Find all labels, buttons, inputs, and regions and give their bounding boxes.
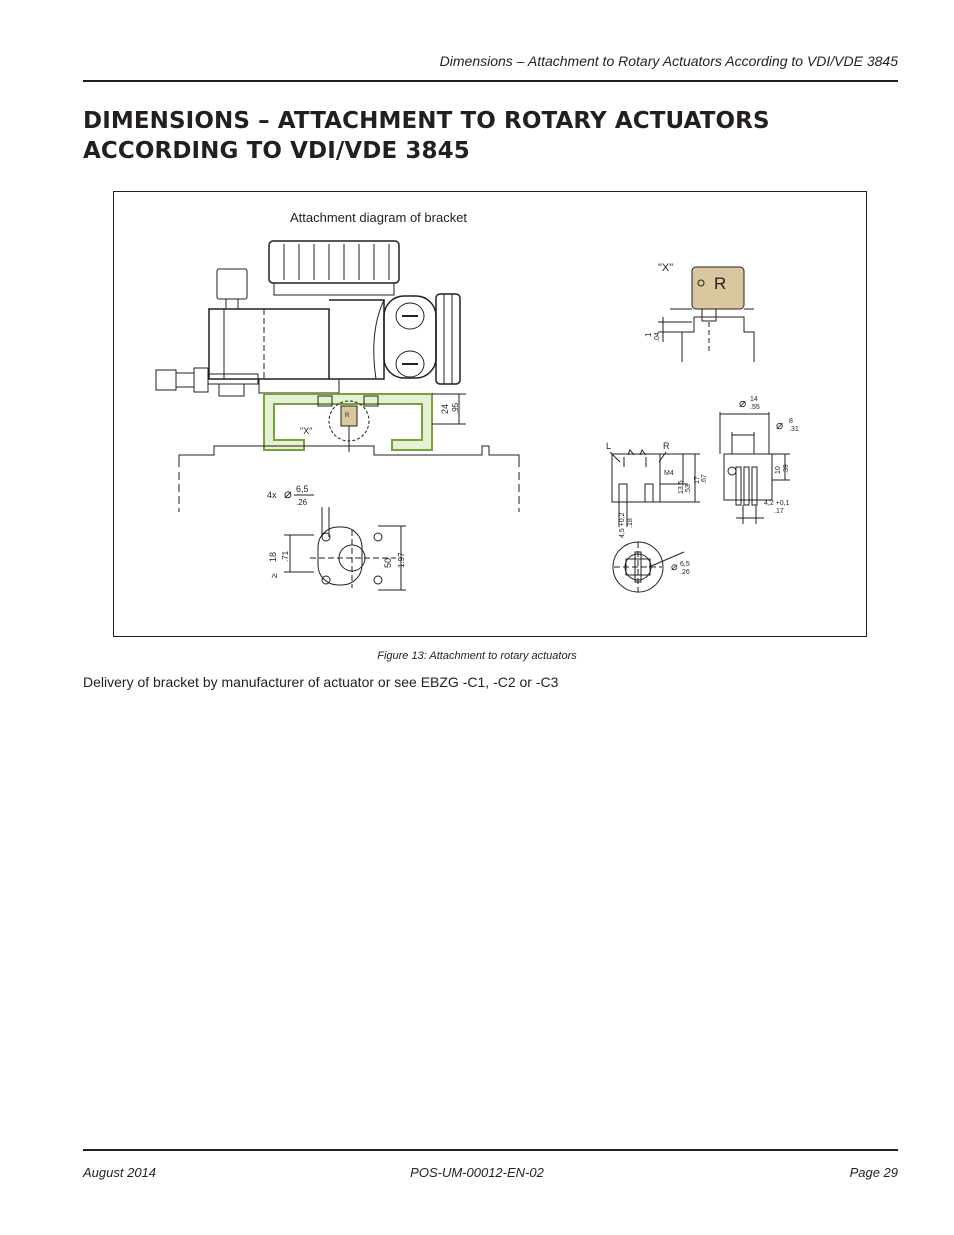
dim-dia65-mm: 6,5 xyxy=(680,561,690,568)
dia8-symbol: ⌀ xyxy=(776,418,783,432)
dim-dia8-in: .31 xyxy=(789,426,799,433)
dim-dia8-mm: 8 xyxy=(789,418,793,425)
dim-50-in: 1.97 xyxy=(397,552,406,568)
footer-date: August 2014 xyxy=(83,1165,157,1180)
dim-18-in: .71 xyxy=(281,550,290,562)
left-label: L xyxy=(606,441,611,451)
r-mark: R xyxy=(714,274,726,293)
dim-dia65-in: .26 xyxy=(680,569,690,576)
detail-x-view xyxy=(658,266,755,362)
pneumatic-fitting xyxy=(155,367,259,397)
dim-45-mm: 4,5 +0,2 xyxy=(619,512,626,538)
running-header: Dimensions – Attachment to Rotary Actuat… xyxy=(439,53,898,69)
thread-label: M4 xyxy=(664,470,674,477)
diagram-heading: Attachment diagram of bracket xyxy=(290,210,467,225)
pressure-gauge xyxy=(216,268,248,310)
footer-doc-number: POS-UM-00012-EN-02 xyxy=(410,1165,544,1180)
footer-rule xyxy=(83,1149,898,1151)
dimension-24 xyxy=(432,393,466,425)
dia65-symbol: ⌀ xyxy=(671,561,678,573)
dim-13-in: .53 xyxy=(685,484,692,494)
view-x-label-detail: "X" xyxy=(658,262,673,274)
dim-10-mm: 10 xyxy=(775,466,782,474)
coupling-front-view xyxy=(609,449,700,527)
hole-pattern xyxy=(284,507,406,591)
figure-caption: Figure 13: Attachment to rotary actuator… xyxy=(377,650,577,662)
dim-dia14-in: .55 xyxy=(750,404,760,411)
dim-17-in: .67 xyxy=(701,474,708,484)
dia14-symbol: ⌀ xyxy=(739,396,746,410)
dim-10-in: .39 xyxy=(783,464,790,474)
dim-24-mm: 24 xyxy=(440,404,450,414)
page-title: DIMENSIONS – ATTACHMENT TO ROTARY ACTUAT… xyxy=(83,108,770,164)
coupling-round-view xyxy=(612,541,685,593)
dim-24-in: .95 xyxy=(451,402,460,414)
hole-dia-symbol: ⌀ xyxy=(284,486,292,501)
footer-page-number: Page 29 xyxy=(849,1165,898,1180)
figure-frame: Attachment diagram of bracket xyxy=(113,191,867,637)
bracket-drawing: Attachment diagram of bracket xyxy=(155,210,799,593)
qty-label: 4x xyxy=(267,490,277,500)
dim-hole-in: .26 xyxy=(296,498,308,507)
dim-18-mm: 18 xyxy=(268,552,278,562)
r-mark-small: R xyxy=(345,413,350,419)
dim-17-mm: 17 xyxy=(694,476,701,484)
dim-hole-mm: 6,5 xyxy=(296,484,309,494)
dim-1-mm: 1 xyxy=(644,332,653,337)
dim-13-mm: 13,5 xyxy=(678,480,685,494)
mounting-bracket: R xyxy=(263,393,433,452)
view-x-label-main: "X" xyxy=(300,426,312,436)
coupling-side-view xyxy=(719,412,790,524)
dim-dia14-mm: 14 xyxy=(750,396,758,403)
positioner-housing xyxy=(208,293,461,394)
actuator-outline xyxy=(178,445,520,512)
dim-1-in: .04 xyxy=(654,332,661,342)
dim-42-in: .17 xyxy=(774,508,784,515)
positioner-cap xyxy=(268,240,400,296)
dim-42-mm: 4,2 +0,1 xyxy=(764,500,790,507)
dim-50-mm: 50 xyxy=(383,558,393,568)
header-rule xyxy=(83,80,898,82)
right-label: R xyxy=(663,441,670,451)
dim-ge: ≥ xyxy=(269,573,279,578)
dim-45-in: .18 xyxy=(627,518,634,528)
body-paragraph: Delivery of bracket by manufacturer of a… xyxy=(83,674,559,690)
